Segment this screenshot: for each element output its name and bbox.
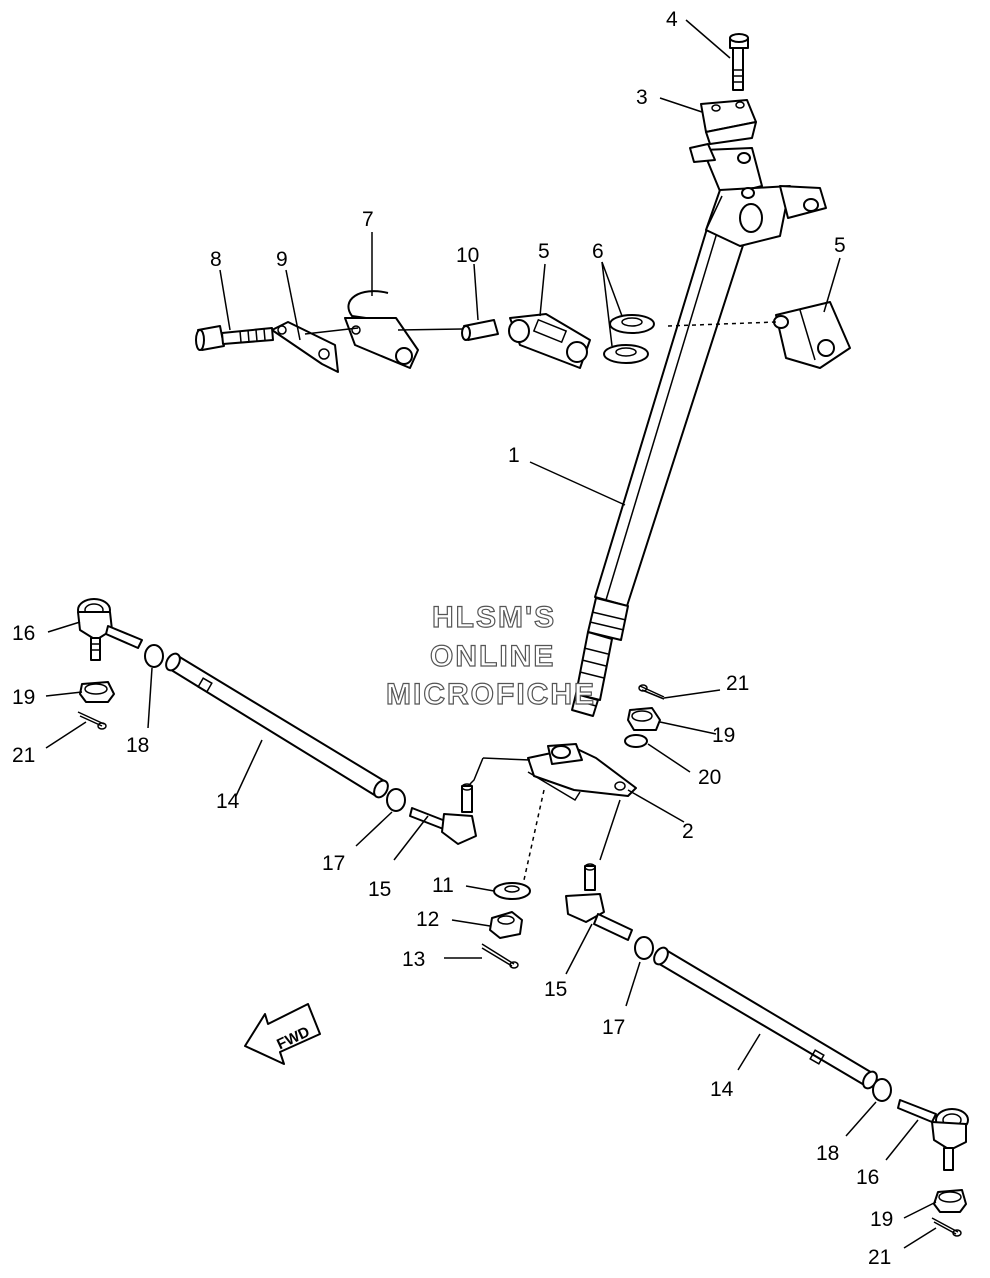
washer-icon: [493, 882, 531, 900]
callout-label: 6: [592, 240, 604, 263]
nut-icon: [386, 788, 406, 812]
cotter-pin-icon: [931, 1217, 962, 1237]
callout-label: 11: [432, 874, 454, 897]
callout-label: 8: [210, 248, 222, 271]
watermark-line-3: MICROFICHE: [386, 678, 596, 711]
callout-label: 16: [856, 1166, 879, 1189]
watermark-line-2: ONLINE: [430, 640, 555, 673]
castle-nut-icon: [627, 707, 661, 731]
lock-plate-icon: [271, 321, 339, 373]
leader-lines: [45, 19, 937, 1249]
cotter-pin-icon: [638, 684, 665, 700]
callout-label: 7: [362, 208, 374, 231]
nut-icon: [634, 936, 654, 960]
callout-label: 1: [508, 444, 520, 467]
shaft-holder-icon: [508, 313, 591, 369]
nut-icon: [144, 644, 164, 668]
rod-end-icon: [565, 863, 633, 941]
callout-label: 20: [698, 766, 721, 789]
callout-label: 13: [402, 948, 425, 971]
washer-icon: [624, 734, 648, 748]
callout-label: 2: [682, 820, 694, 843]
callout-label: 21: [868, 1246, 891, 1269]
callout-labels: 1 2 3 4 5 5 6 7 8 9 10 11 12 13 14 14 15…: [12, 8, 893, 1269]
nut-icon: [872, 1078, 892, 1102]
callout-label: 9: [276, 248, 288, 271]
collar-icon: [461, 319, 499, 341]
bolt-icon: [195, 325, 274, 351]
watermark-line-1: HLSM'S: [432, 601, 556, 634]
callout-label: 18: [126, 734, 149, 757]
rod-end-icon: [897, 1099, 969, 1171]
callout-label: 21: [726, 672, 749, 695]
callout-label: 10: [456, 244, 479, 267]
handlebar-holder-icon: [700, 99, 757, 145]
callout-label: 14: [216, 790, 240, 813]
callout-label: 4: [666, 8, 678, 31]
tie-rod-icon: [653, 946, 878, 1090]
callout-label: 3: [636, 86, 648, 109]
callout-label: 14: [710, 1078, 734, 1101]
callout-label: 18: [816, 1142, 839, 1165]
callout-label: 19: [870, 1208, 893, 1231]
cotter-pin-icon: [77, 711, 107, 730]
rod-end-icon: [77, 598, 143, 661]
callout-label: 15: [368, 878, 391, 901]
castle-nut-icon: [933, 1189, 967, 1213]
washer-icon: [603, 314, 655, 364]
bolt-icon: [729, 33, 749, 91]
callout-label: 17: [602, 1016, 625, 1039]
callout-label: 5: [834, 234, 846, 257]
callout-label: 15: [544, 978, 567, 1001]
callout-label: 5: [538, 240, 550, 263]
cotter-pin-icon: [481, 943, 519, 969]
callout-label: 19: [712, 724, 735, 747]
callout-label: 16: [12, 622, 35, 645]
callout-label: 19: [12, 686, 35, 709]
callout-label: 12: [416, 908, 439, 931]
nut-icon: [489, 911, 523, 939]
castle-nut-icon: [79, 681, 115, 703]
steering-shaft-icon: [571, 143, 827, 717]
tie-rod-icon: [165, 652, 389, 799]
callout-label: 17: [322, 852, 345, 875]
callout-label: 21: [12, 744, 35, 767]
forward-arrow-icon: FWD: [244, 1003, 321, 1065]
shaft-holder-icon: [773, 301, 851, 369]
rod-end-icon: [409, 783, 477, 845]
pitman-arm-icon: [527, 743, 637, 797]
watermark: HLSM'S ONLINE MICROFICHE: [385, 600, 596, 711]
